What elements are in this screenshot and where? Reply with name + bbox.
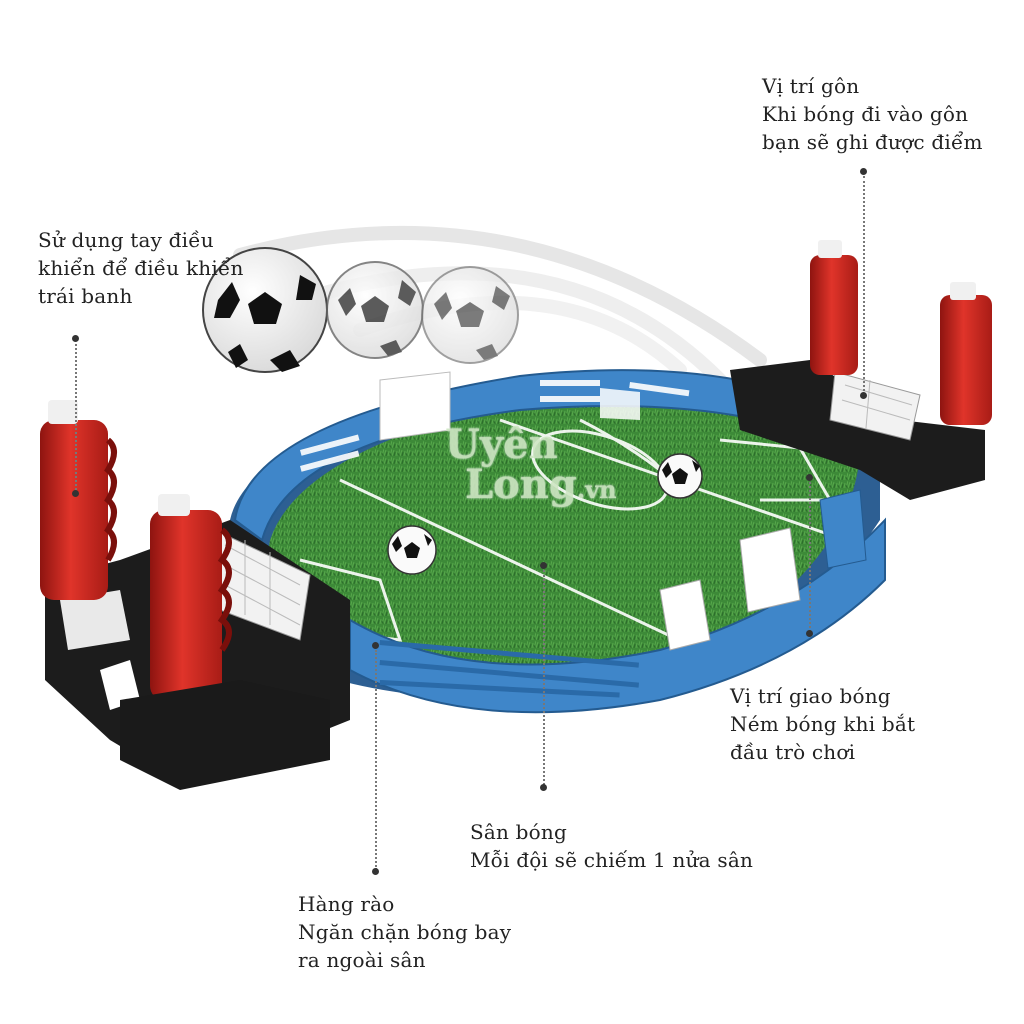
callout-fence-leader	[375, 650, 377, 870]
field-ball-1	[387, 525, 437, 575]
callout-controller: Sử dụng tay điều khiển để điều khiển trá…	[38, 226, 244, 310]
callout-kickoff-dot	[806, 630, 813, 637]
right-handle-front	[940, 282, 992, 425]
callout-goal-end-dot	[860, 392, 867, 399]
callout-fence: Hàng rào Ngăn chặn bóng bay ra ngoài sân	[298, 890, 511, 974]
flying-ball-3	[421, 266, 519, 364]
flying-ball-2	[326, 261, 424, 359]
callout-goal-dot	[860, 168, 867, 175]
field-grass	[268, 395, 860, 682]
callout-fence-line-2: Ngăn chặn bóng bay	[298, 920, 512, 944]
watermark-logo: Uyên Long.vn	[445, 425, 617, 510]
callout-goal: Vị trí gôn Khi bóng đi vào gôn bạn sẽ gh…	[762, 72, 983, 156]
callout-field-line-1: Sân bóng	[470, 820, 567, 844]
callout-fence-line-1: Hàng rào	[298, 892, 395, 916]
right-handle-back	[810, 240, 858, 375]
callout-kickoff-leader	[809, 482, 811, 632]
callout-goal-line-1: Vị trí gôn	[762, 74, 860, 98]
callout-kickoff-line-3: đầu trò chơi	[730, 740, 856, 764]
callout-goal-line-3: bạn sẽ ghi được điểm	[762, 130, 983, 154]
callout-controller-line-3: trái banh	[38, 284, 133, 308]
callout-controller-end-dot	[72, 490, 79, 497]
callout-field-leader	[543, 570, 545, 785]
callout-field: Sân bóng Mỗi đội sẽ chiếm 1 nửa sân	[470, 818, 753, 874]
callout-kickoff-line-2: Ném bóng khi bắt	[730, 712, 916, 736]
watermark-line2: Long.vn	[465, 461, 617, 508]
callout-controller-line-2: khiển để điều khiển	[38, 256, 244, 280]
callout-field-start-dot	[540, 562, 547, 569]
callout-controller-line-1: Sử dụng tay điều	[38, 228, 214, 252]
callout-goal-leader	[863, 176, 865, 391]
left-handle-back	[40, 400, 117, 600]
left-handle-front	[120, 494, 330, 790]
callout-fence-dot	[372, 868, 379, 875]
field-ball-2	[657, 453, 703, 499]
callout-kickoff-start-dot	[806, 474, 813, 481]
callout-controller-leader	[75, 344, 77, 494]
watermark-line1: Uyên	[445, 421, 558, 468]
callout-kickoff: Vị trí giao bóng Ném bóng khi bắt đầu tr…	[730, 682, 915, 766]
callout-goal-line-2: Khi bóng đi vào gôn	[762, 102, 969, 126]
right-goal-assembly	[730, 360, 985, 500]
front-fence	[349, 489, 886, 714]
callout-fence-start-dot	[372, 642, 379, 649]
callout-kickoff-line-1: Vị trí giao bóng	[730, 684, 891, 708]
back-fence	[233, 369, 891, 542]
callout-fence-line-3: ra ngoài sân	[298, 948, 426, 972]
callout-field-dot	[540, 784, 547, 791]
callout-field-line-2: Mỗi đội sẽ chiếm 1 nửa sân	[470, 848, 754, 872]
callout-controller-dot	[72, 335, 79, 342]
